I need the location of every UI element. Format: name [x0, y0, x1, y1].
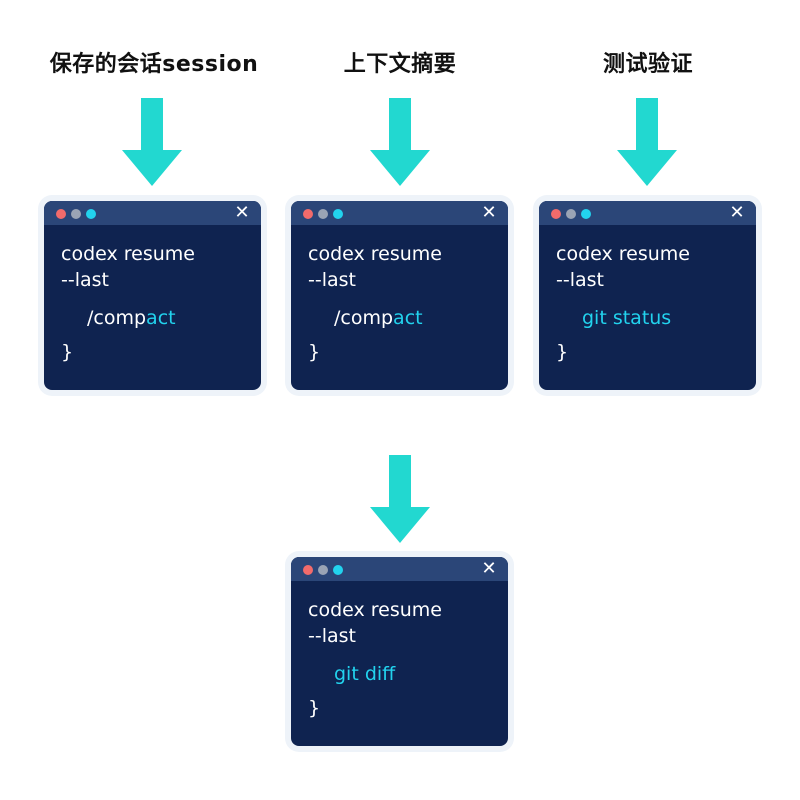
closing-brace: }: [556, 341, 569, 363]
command-highlight: git diff: [334, 663, 396, 685]
label-saved-session: 保存的会话session: [49, 52, 259, 77]
command-line: codex resume: [308, 243, 442, 265]
closing-brace: }: [308, 697, 321, 719]
arrow-down-icon: [370, 455, 430, 543]
command-highlight: act: [393, 307, 423, 329]
terminal-body: codex resume --last git status }: [539, 225, 756, 365]
command-flag: --last: [61, 269, 109, 291]
command-highlight: act: [146, 307, 176, 329]
close-icon[interactable]: ✕: [729, 202, 745, 223]
close-icon[interactable]: ✕: [481, 202, 497, 223]
command-flag: --last: [556, 269, 604, 291]
terminal-window: ✕ codex resume --last /compact }: [291, 201, 508, 390]
window-dot-cyan: [333, 209, 343, 219]
command-input: git status: [582, 305, 756, 331]
arrow-down-icon: [370, 98, 430, 186]
label-context-summary: 上下文摘要: [343, 52, 457, 77]
label-test-verify: 测试验证: [602, 52, 693, 77]
command-text: /comp: [87, 307, 147, 329]
command-line: codex resume: [308, 599, 442, 621]
terminal-titlebar: ✕: [44, 201, 261, 225]
terminal-titlebar: ✕: [291, 557, 508, 581]
terminal-titlebar: ✕: [291, 201, 508, 225]
command-line: codex resume: [556, 243, 690, 265]
command-input: /compact: [87, 305, 261, 331]
command-flag: --last: [308, 625, 356, 647]
terminal-body: codex resume --last /compact }: [291, 225, 508, 365]
terminal-body: codex resume --last /compact }: [44, 225, 261, 365]
terminal-titlebar: ✕: [539, 201, 756, 225]
terminal-window: ✕ codex resume --last git status }: [539, 201, 756, 390]
window-dot-gray: [71, 209, 81, 219]
window-dot-cyan: [581, 209, 591, 219]
command-input: /compact: [334, 305, 508, 331]
window-dot-red: [303, 209, 313, 219]
arrow-down-icon: [617, 98, 677, 186]
window-dot-red: [56, 209, 66, 219]
window-dot-cyan: [333, 565, 343, 575]
window-dot-red: [303, 565, 313, 575]
command-text: /comp: [334, 307, 394, 329]
terminal-body: codex resume --last git diff }: [291, 581, 508, 721]
command-highlight: git status: [582, 307, 672, 329]
window-dot-cyan: [86, 209, 96, 219]
window-dot-gray: [318, 209, 328, 219]
closing-brace: }: [61, 341, 74, 363]
command-line: codex resume: [61, 243, 195, 265]
arrow-down-icon: [122, 98, 182, 186]
terminal-window: ✕ codex resume --last git diff }: [291, 557, 508, 746]
window-dot-gray: [566, 209, 576, 219]
window-dot-red: [551, 209, 561, 219]
close-icon[interactable]: ✕: [481, 558, 497, 579]
terminal-window: ✕ codex resume --last /compact }: [44, 201, 261, 390]
command-flag: --last: [308, 269, 356, 291]
command-input: git diff: [334, 661, 508, 687]
closing-brace: }: [308, 341, 321, 363]
window-dot-gray: [318, 565, 328, 575]
close-icon[interactable]: ✕: [234, 202, 250, 223]
